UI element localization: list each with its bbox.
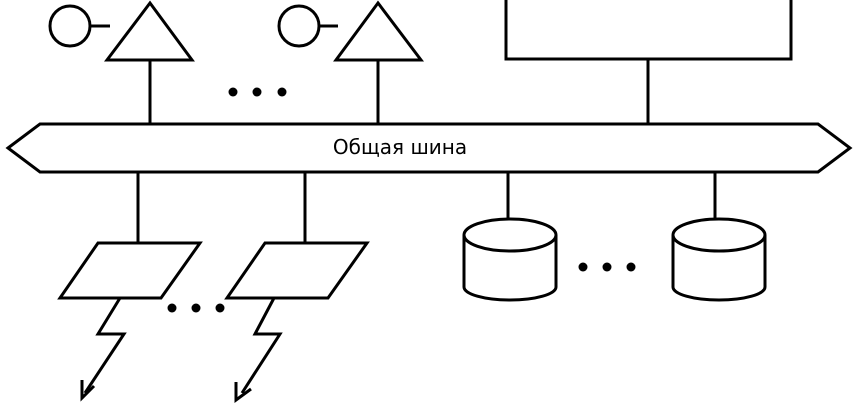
adapter-arrowhead-1 [80,380,96,402]
comm-adapter-2 [224,172,370,403]
comm-adapter-1 [57,172,203,402]
adapter-parallelogram-1 [57,241,203,300]
storage-device-2 [671,172,767,302]
adapter-parallelogram-2 [224,241,370,300]
storage-cylinder-top-1 [462,217,558,253]
processor-circle-2 [277,4,321,48]
processor-circle-1 [48,4,92,48]
ellipsis-dot [191,303,201,313]
processor-ellipsis [228,87,287,97]
processor-unit-2 [277,0,425,124]
bus-label: Общая шина [333,135,467,159]
ellipsis-dot [228,87,238,97]
adapter-arrowhead-2 [234,382,252,403]
ellipsis-dot [578,262,588,272]
storage-cylinder-body-2 [671,235,767,302]
storage-device-1 [462,172,558,302]
storage-cylinder-body-1 [462,235,558,302]
adapter-lightning-2 [240,297,283,394]
processor-triangle-2 [333,0,425,62]
ellipsis-dot [626,262,636,272]
ellipsis-dot [215,303,225,313]
ellipsis-dot [277,87,287,97]
ellipsis-dot [602,262,612,272]
adapter-ellipsis [167,303,225,313]
ellipsis-dot [167,303,177,313]
processor-triangle-1 [103,0,195,62]
ellipsis-dot [252,87,262,97]
memory-rectangle [504,0,793,61]
storage-cylinder-top-2 [671,217,767,253]
common-bus: Общая шина [5,122,853,174]
bus-arrow [5,122,853,174]
processor-unit-1 [48,0,195,124]
memory-block [504,0,793,124]
storage-ellipsis [578,262,636,272]
adapter-lightning-1 [83,297,127,394]
